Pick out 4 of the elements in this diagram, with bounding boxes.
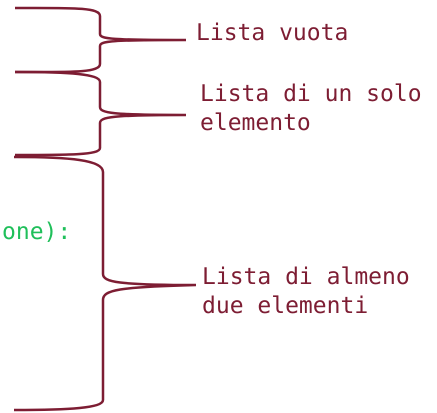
code-text: one):: [2, 219, 72, 245]
annotation-text: Lista di un solo elemento: [200, 81, 422, 136]
annotation-text: Lista vuota: [196, 20, 348, 46]
annotation-text: Lista di almeno due elementi: [202, 264, 410, 319]
